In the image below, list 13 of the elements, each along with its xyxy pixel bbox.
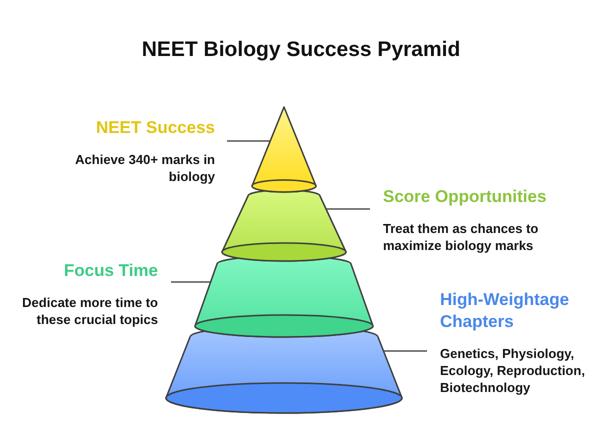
description: Dedicate more time to these crucial topics [21, 294, 158, 328]
leader-line [384, 350, 427, 352]
leader-line [326, 208, 370, 210]
heading: NEET Success [96, 117, 215, 139]
description: Treat them as chances to maximize biology marks [383, 220, 540, 254]
description: Achieve 340+ marks in biology [74, 151, 215, 185]
heading: High-Weightage Chapters [440, 289, 570, 333]
leader-line [171, 281, 211, 283]
heading: Focus Time [64, 260, 158, 282]
title: NEET Biology Success Pyramid [142, 37, 460, 63]
description: Genetics, Physiology, Ecology, Reproduction, Biotechnology [440, 345, 586, 396]
leader-line [227, 140, 270, 142]
heading: Score Opportunities [383, 186, 546, 208]
